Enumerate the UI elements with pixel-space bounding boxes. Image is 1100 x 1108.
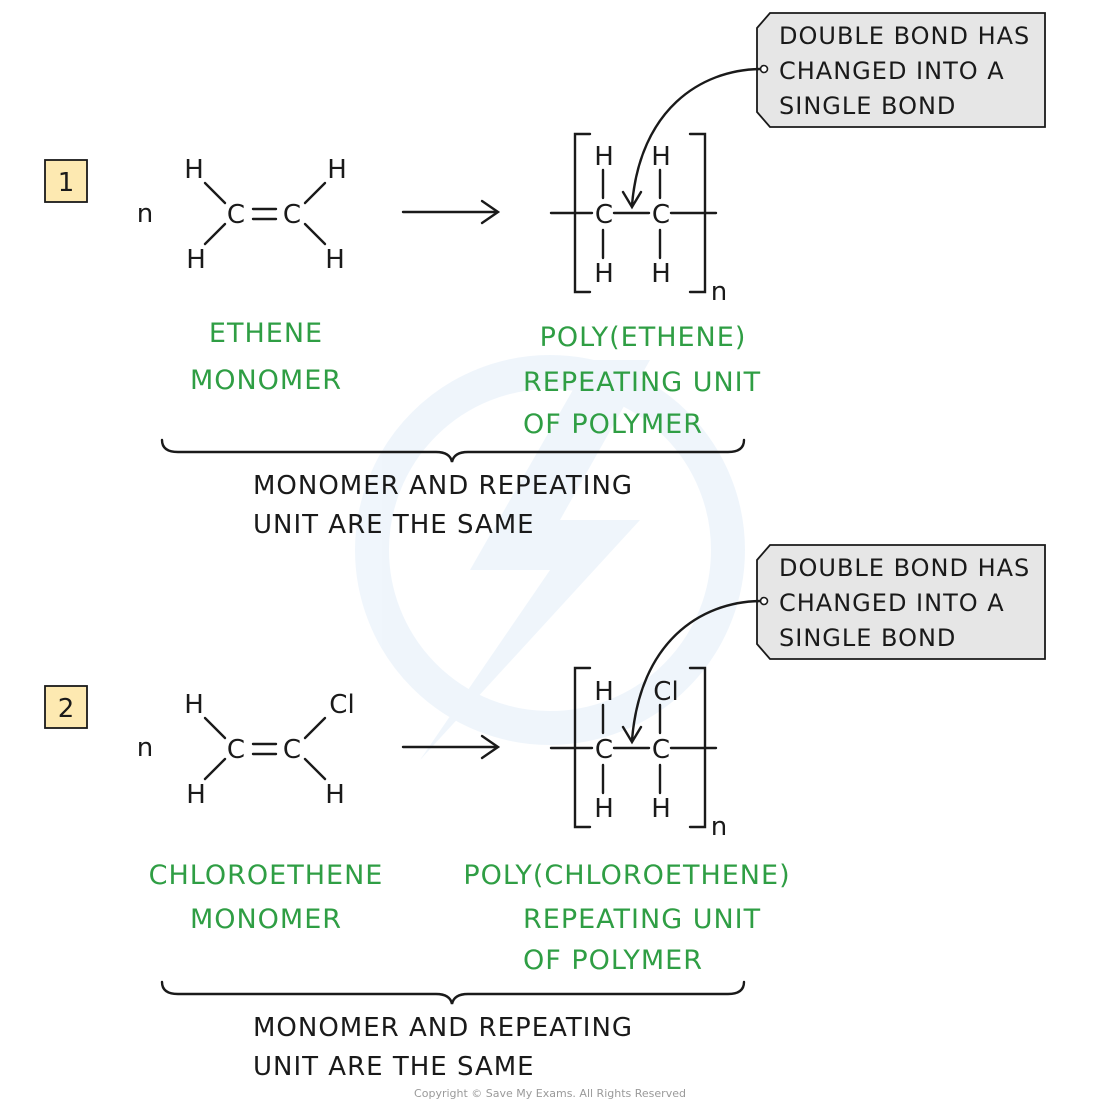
brace-note-line-2: UNIT ARE THE SAME	[253, 1052, 535, 1082]
atom-top-right: H	[327, 155, 347, 185]
step-1: 1 n H H C C H H	[44, 12, 1046, 540]
monomer-label-line-1: ETHENE	[209, 318, 323, 349]
atom-carbon-1: C	[595, 735, 613, 765]
polymer-label-line-3: OF POLYMER	[523, 945, 703, 976]
polymer-label-line-3: OF POLYMER	[523, 409, 703, 440]
callout-line-3: SINGLE BOND	[779, 92, 956, 120]
atom-carbon-1: C	[595, 200, 613, 230]
atom-top-right: Cl	[329, 690, 354, 720]
step-badge: 2	[44, 685, 88, 729]
callout-line-1: DOUBLE BOND HAS	[779, 22, 1030, 50]
atom-top-left: H	[184, 690, 204, 720]
atom-carbon-1: C	[227, 735, 245, 765]
coefficient: n	[137, 733, 153, 763]
atom-bottom-right: H	[325, 780, 345, 810]
atom-top-left: H	[594, 142, 614, 172]
reaction-arrow	[401, 199, 501, 225]
callout-line-1: DOUBLE BOND HAS	[779, 554, 1030, 582]
coefficient: n	[137, 199, 153, 229]
ethene-monomer-structure: n H H C C H H	[137, 155, 347, 275]
monomer-label-line-2: MONOMER	[190, 904, 342, 935]
copyright-notice: Copyright © Save My Exams. All Rights Re…	[414, 1087, 686, 1100]
brace-note-line-1: MONOMER AND REPEATING	[253, 471, 633, 501]
atom-bottom-right: H	[325, 245, 345, 275]
atom-top-left: H	[184, 155, 204, 185]
atom-carbon-1: C	[227, 200, 245, 230]
atom-bottom-right: H	[651, 794, 671, 824]
polyethene-repeat-unit: C C H H H H n	[549, 132, 727, 307]
curly-brace	[160, 438, 746, 463]
atom-bottom-left: H	[594, 259, 614, 289]
step-badge: 1	[44, 159, 88, 203]
atom-bottom-right: H	[651, 259, 671, 289]
reaction-arrow	[401, 734, 501, 760]
callout-line-3: SINGLE BOND	[779, 624, 956, 652]
atom-top-left: H	[594, 677, 614, 707]
watermark-logo-icon	[355, 355, 745, 760]
atom-bottom-left: H	[186, 780, 206, 810]
brace-note-line-1: MONOMER AND REPEATING	[253, 1013, 633, 1043]
curly-brace	[160, 980, 746, 1005]
polymer-label-line-1: POLY(ETHENE)	[540, 322, 747, 353]
polychloroethene-repeat-unit: C C H Cl H H n	[549, 666, 727, 842]
atom-carbon-2: C	[283, 735, 301, 765]
step-2: 2 n H H C C Cl H	[44, 544, 1046, 1082]
atom-top-right: Cl	[653, 677, 678, 707]
atom-top-right: H	[651, 142, 671, 172]
atom-bottom-left: H	[186, 245, 206, 275]
subscript-n: n	[711, 812, 727, 842]
chloroethene-monomer-structure: n H H C C Cl H	[137, 690, 355, 810]
callout-note: DOUBLE BOND HAS CHANGED INTO A SINGLE BO…	[621, 12, 1046, 210]
step-number: 2	[58, 694, 75, 724]
subscript-n: n	[711, 277, 727, 307]
monomer-label-line-1: CHLOROETHENE	[149, 860, 384, 891]
atom-carbon-2: C	[652, 200, 670, 230]
atom-bottom-left: H	[594, 794, 614, 824]
polymer-label-line-1: POLY(CHLOROETHENE)	[463, 860, 790, 891]
polymer-label-line-2: REPEATING UNIT	[523, 904, 761, 935]
callout-line-2: CHANGED INTO A	[779, 57, 1005, 85]
monomer-label-line-2: MONOMER	[190, 365, 342, 396]
callout-note: DOUBLE BOND HAS CHANGED INTO A SINGLE BO…	[621, 544, 1046, 745]
polymer-label-line-2: REPEATING UNIT	[523, 367, 761, 398]
atom-carbon-2: C	[652, 735, 670, 765]
callout-line-2: CHANGED INTO A	[779, 589, 1005, 617]
step-number: 1	[58, 168, 75, 198]
brace-note-line-2: UNIT ARE THE SAME	[253, 510, 535, 540]
atom-carbon-2: C	[283, 200, 301, 230]
